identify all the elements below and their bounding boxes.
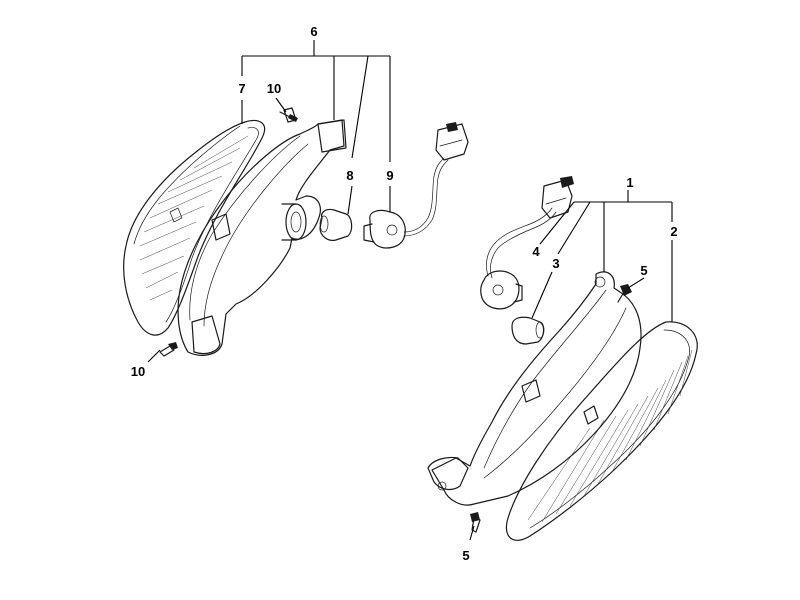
right-socket-harness	[480, 176, 574, 310]
right-housing	[427, 271, 642, 506]
callout-2: 2	[670, 224, 677, 239]
right-screw-lower	[470, 512, 481, 533]
left-lens	[123, 119, 266, 336]
right-leaders	[469, 190, 673, 541]
right-lens	[505, 321, 698, 541]
left-housing	[177, 119, 347, 356]
callout-1: 1	[626, 175, 633, 190]
left-screw-upper	[279, 107, 298, 123]
right-bulb	[511, 316, 545, 345]
callout-8: 8	[346, 168, 353, 183]
left-leaders	[147, 40, 391, 363]
callout-5-upper: 5	[640, 263, 647, 278]
callout-9: 9	[386, 168, 393, 183]
callout-7: 7	[238, 81, 245, 96]
callout-3: 3	[552, 256, 559, 271]
callout-4: 4	[532, 244, 540, 259]
callout-5-lower: 5	[462, 548, 469, 563]
callout-10-lower: 10	[131, 364, 145, 379]
callout-6: 6	[310, 24, 317, 39]
left-screw-lower	[159, 342, 178, 357]
left-bulb	[319, 208, 353, 241]
left-socket-harness	[363, 122, 469, 249]
callout-10-upper: 10	[267, 81, 281, 96]
